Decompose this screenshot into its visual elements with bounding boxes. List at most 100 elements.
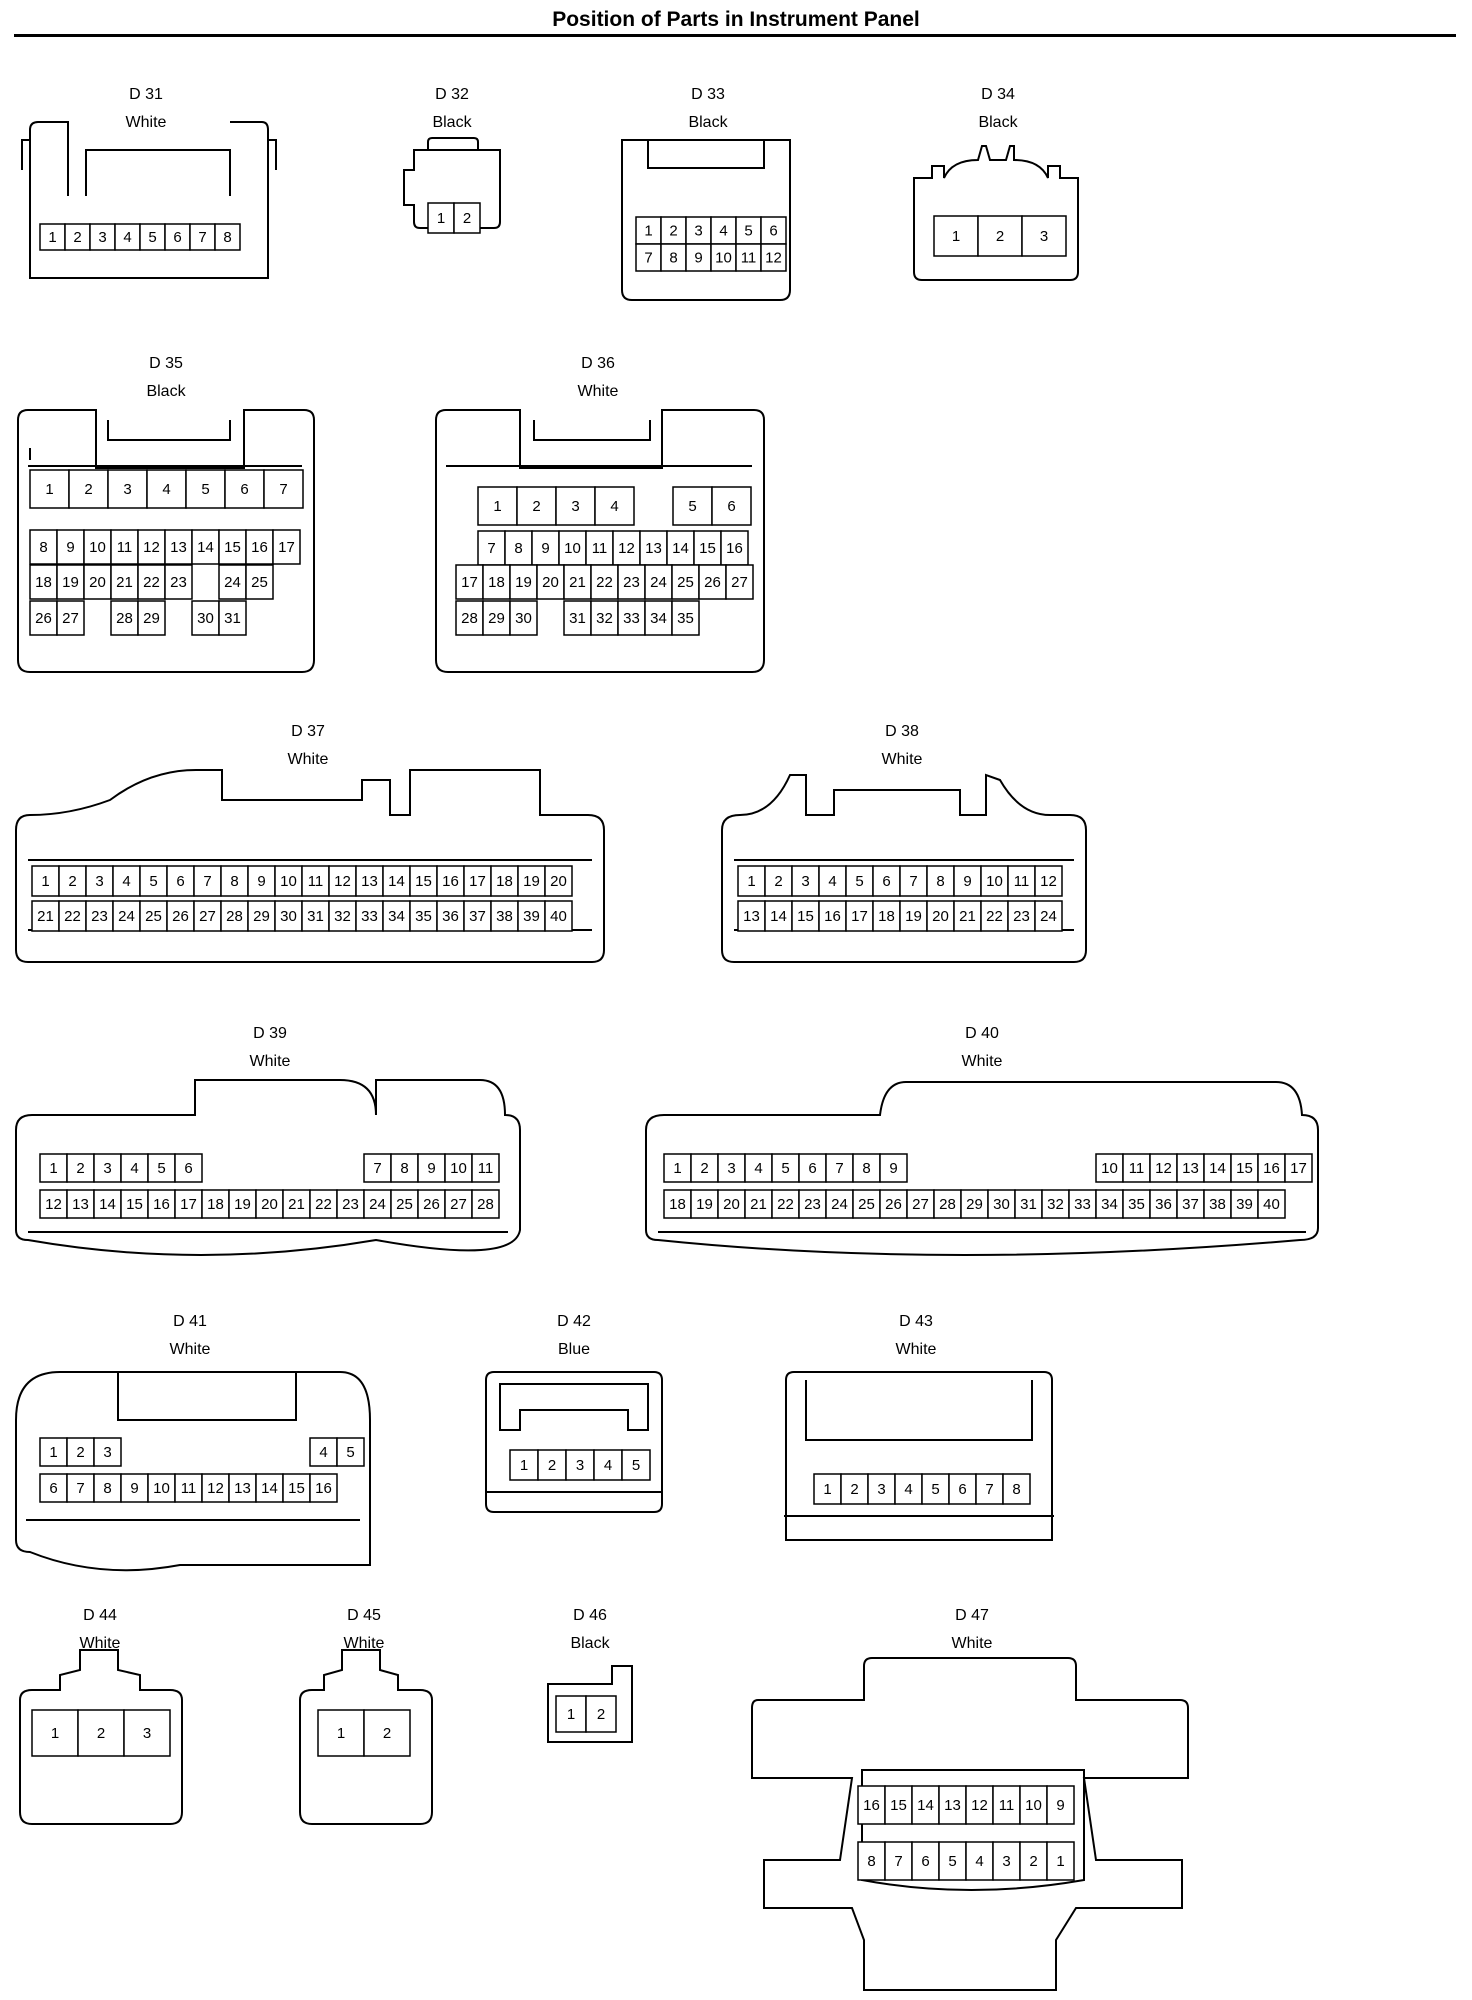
pin-number: 9: [130, 1480, 138, 1497]
pin-number: 2: [383, 1725, 391, 1742]
pin-number: 23: [1013, 908, 1030, 925]
pin-number: 26: [704, 574, 721, 591]
pin-number: 37: [1182, 1196, 1199, 1213]
pin-cell: [39, 1153, 68, 1183]
pin-cell: [390, 1189, 419, 1219]
pin-number: 2: [669, 223, 677, 240]
pin-cell: [220, 865, 249, 897]
pin-cell: [671, 564, 700, 600]
pin-number: 29: [966, 1196, 983, 1213]
pin-number: 14: [388, 873, 405, 890]
pin-cell: [272, 529, 301, 565]
pin-cell: [857, 1841, 886, 1881]
pin-cell: [1014, 1189, 1043, 1219]
pin-cell: [114, 223, 141, 251]
pin-number: 8: [1012, 1481, 1020, 1498]
pin-number: 16: [442, 873, 459, 890]
pin-number: 1: [673, 1160, 681, 1177]
connector-id-label: D 31: [129, 86, 163, 103]
pin-cell: [798, 1153, 827, 1183]
pin-number: 39: [523, 908, 540, 925]
pin-number: 15: [126, 1196, 143, 1213]
pin-cell: [872, 900, 901, 932]
pin-number: 30: [515, 610, 532, 627]
pin-cell: [717, 1153, 746, 1183]
pin-cell: [390, 1153, 419, 1183]
pin-cell: [977, 215, 1023, 257]
pin-number: 16: [315, 1480, 332, 1497]
pin-cell: [644, 600, 673, 636]
pin-number: 4: [610, 498, 618, 515]
pin-cell: [93, 1189, 122, 1219]
pin-number: 6: [176, 873, 184, 890]
pin-number: 2: [996, 228, 1004, 245]
pin-number: 10: [1025, 1797, 1042, 1814]
pin-number: 14: [99, 1196, 116, 1213]
pin-cell: [453, 202, 481, 234]
pin-number: 1: [493, 498, 501, 515]
pin-number: 7: [76, 1480, 84, 1497]
pin-cell: [840, 1473, 869, 1505]
pin-cell: [444, 1189, 473, 1219]
pin-number: 7: [203, 873, 211, 890]
connector-housing: [547, 1665, 633, 1743]
pin-number: 5: [157, 1160, 165, 1177]
pin-number: 19: [515, 574, 532, 591]
pin-number: 13: [645, 540, 662, 557]
pin-number: 14: [672, 540, 689, 557]
pin-number: 3: [123, 481, 131, 498]
pin-number: 10: [280, 873, 297, 890]
pin-number: 6: [49, 1480, 57, 1497]
pin-number: 31: [1020, 1196, 1037, 1213]
pin-cell: [185, 469, 226, 509]
pin-cell: [336, 1189, 365, 1219]
pin-cell: [58, 865, 87, 897]
pin-number: 23: [623, 574, 640, 591]
pin-number: 2: [1029, 1853, 1037, 1870]
pin-number: 17: [278, 539, 295, 556]
pin-cell: [417, 1189, 446, 1219]
pin-cell: [137, 564, 166, 600]
connector-id-label: D 34: [981, 86, 1015, 103]
pin-number: 3: [98, 229, 106, 246]
connector-housing: [645, 1081, 1319, 1256]
pin-number: 26: [172, 908, 189, 925]
pin-number: 11: [1129, 1160, 1145, 1177]
connector-id-label: D 39: [253, 1025, 287, 1042]
connector-id-label: D 37: [291, 723, 325, 740]
pin-cell: [1257, 1189, 1286, 1219]
pin-number: 29: [488, 610, 505, 627]
pin-number: 1: [51, 1725, 59, 1742]
pin-cell: [933, 215, 979, 257]
pin-cell: [77, 1709, 125, 1757]
pin-number: 23: [342, 1196, 359, 1213]
pin-cell: [56, 529, 85, 565]
pin-number: 8: [400, 1160, 408, 1177]
pin-cell: [685, 216, 712, 245]
pin-cell: [565, 1449, 595, 1481]
pin-number: 1: [520, 1457, 528, 1474]
pin-cell: [191, 600, 220, 636]
pin-number: 31: [224, 610, 241, 627]
connector-id-label: D 46: [573, 1607, 607, 1624]
pin-number: 5: [688, 498, 696, 515]
pin-cell: [617, 564, 646, 600]
pin-number: 3: [694, 223, 702, 240]
connector-color-label: Blue: [558, 1341, 590, 1358]
pin-number: 7: [985, 1481, 993, 1498]
pin-number: 3: [801, 873, 809, 890]
pin-number: 23: [170, 574, 187, 591]
pin-number: 6: [184, 1160, 192, 1177]
pin-number: 16: [153, 1196, 170, 1213]
pin-cell: [93, 1473, 122, 1503]
pin-cell: [1176, 1189, 1205, 1219]
pin-number: 38: [1209, 1196, 1226, 1213]
pin-number: 12: [765, 250, 782, 267]
pin-cell: [309, 1473, 338, 1503]
pin-cell: [89, 223, 116, 251]
pin-number: 10: [715, 250, 732, 267]
pin-cell: [328, 865, 357, 897]
pin-number: 17: [469, 873, 486, 890]
pin-number: 7: [644, 250, 652, 267]
pin-number: 28: [477, 1196, 494, 1213]
